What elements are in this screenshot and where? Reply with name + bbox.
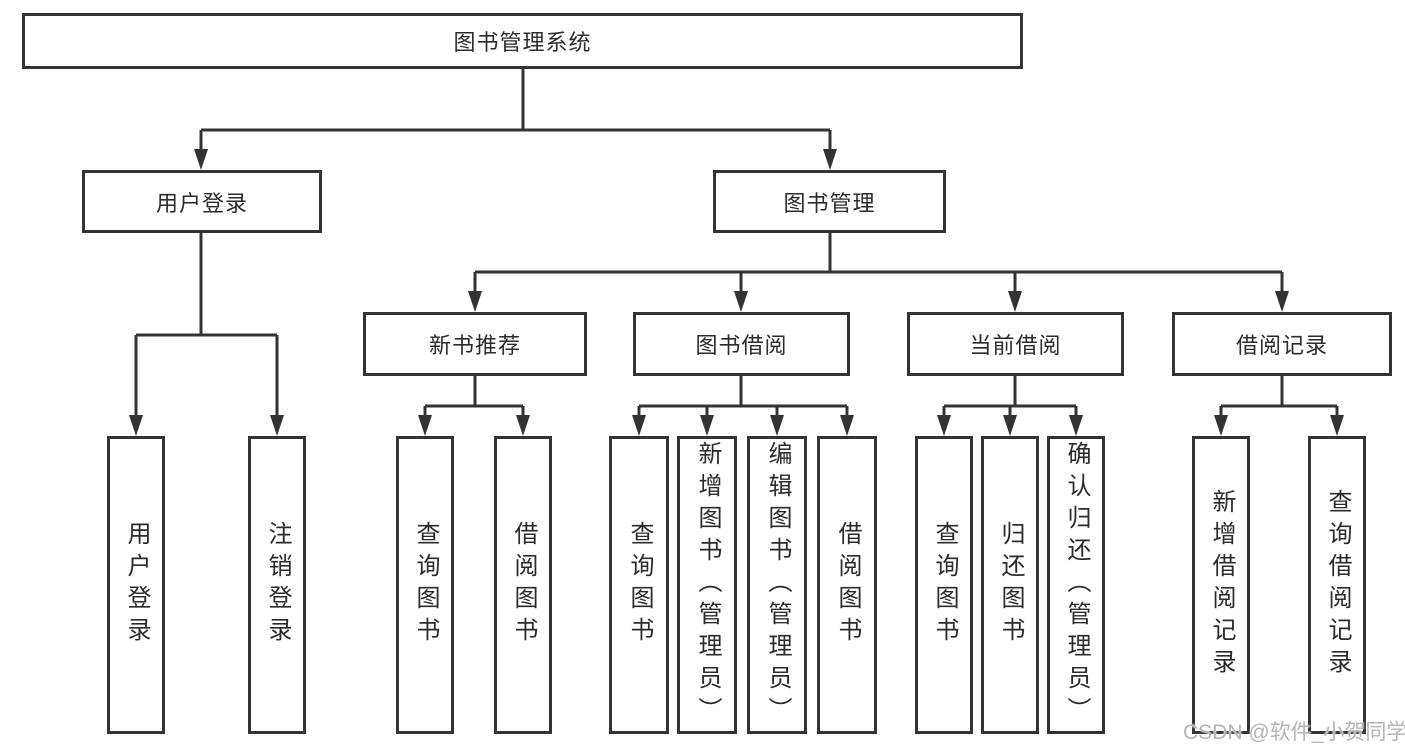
node-label: 归还图书 [997, 521, 1024, 649]
node-new-book-recommendation: 新书推荐 [363, 312, 587, 376]
node-label: 用户登录 [155, 190, 248, 216]
leaf-query-books-current: 查询图书 [915, 436, 973, 734]
leaf-user-login: 用户登录 [107, 436, 165, 734]
leaf-borrow-books-borrowing: 借阅图书 [817, 436, 877, 734]
node-label: 借阅图书 [510, 521, 537, 649]
leaf-query-books-borrowing: 查询图书 [609, 436, 669, 734]
node-label: 借阅图书 [834, 521, 861, 649]
leaf-query-borrow-record: 查询借阅记录 [1308, 436, 1366, 734]
node-label: 借阅记录 [1235, 333, 1328, 358]
node-user-login: 用户登录 [82, 170, 322, 233]
node-label: 查询图书 [931, 521, 958, 649]
node-label: 确认归还（管理员） [1063, 441, 1090, 729]
node-label: 注销登录 [264, 521, 291, 649]
node-label: 图书借阅 [695, 333, 788, 358]
node-label: 图书管理系统 [453, 30, 592, 55]
node-label: 查询图书 [412, 521, 439, 649]
leaf-add-borrow-record: 新增借阅记录 [1192, 436, 1250, 734]
node-label: 图书管理 [783, 190, 876, 216]
leaf-query-books-recommend: 查询图书 [396, 436, 454, 734]
node-book-management: 图书管理 [713, 170, 946, 233]
csdn-watermark: CSDN @软件_小贺同学 [1183, 721, 1405, 744]
node-label: 编辑图书（管理员） [764, 441, 791, 729]
node-label: 新增借阅记录 [1208, 489, 1235, 681]
node-current-borrowing: 当前借阅 [907, 312, 1124, 376]
leaf-return-books: 归还图书 [981, 436, 1039, 734]
node-label: 当前借阅 [969, 333, 1062, 358]
node-borrowing-records: 借阅记录 [1172, 312, 1392, 376]
node-label: 查询借阅记录 [1324, 489, 1351, 681]
leaf-edit-books-admin: 编辑图书（管理员） [747, 436, 807, 734]
node-label: 新增图书（管理员） [694, 441, 721, 729]
node-root-library-system: 图书管理系统 [22, 13, 1023, 69]
leaf-borrow-books-recommend: 借阅图书 [494, 436, 552, 734]
node-label: 用户登录 [123, 521, 150, 649]
node-label: 查询图书 [626, 521, 653, 649]
node-label: 新书推荐 [428, 333, 521, 358]
leaf-add-books-admin: 新增图书（管理员） [677, 436, 737, 734]
node-book-borrowing: 图书借阅 [633, 312, 850, 376]
arrowheads [129, 149, 1344, 436]
leaf-confirm-return-admin: 确认归还（管理员） [1047, 436, 1105, 734]
leaf-logout: 注销登录 [248, 436, 306, 734]
